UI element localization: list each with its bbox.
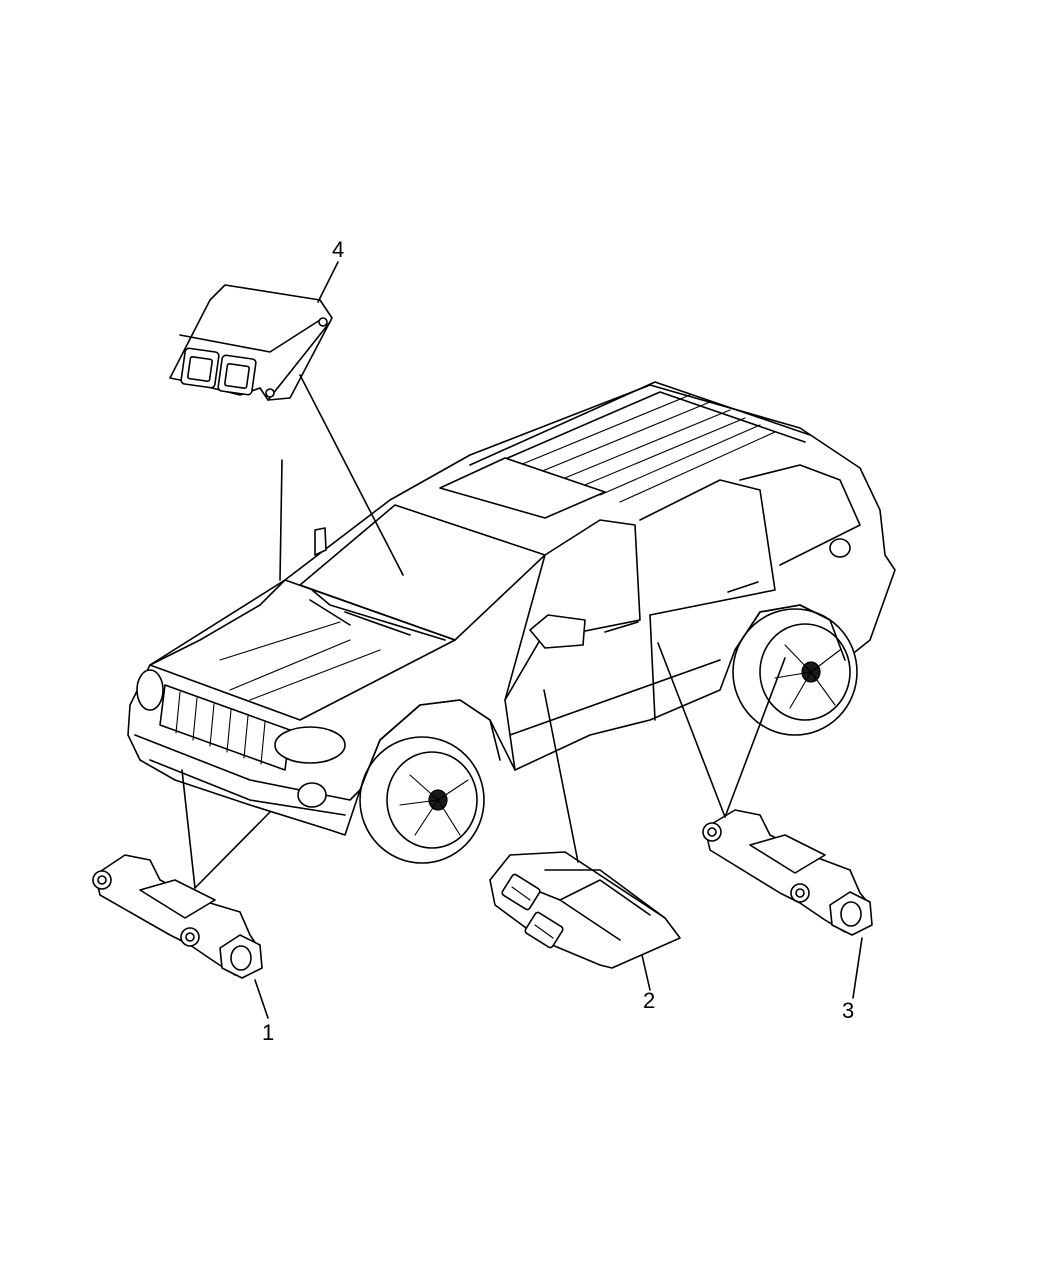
part-4-control-module: [169, 284, 333, 401]
rear-wheel: [732, 608, 858, 736]
leader-lines: [181, 261, 863, 1019]
callout-2: 2: [643, 988, 655, 1013]
callout-3: 3: [842, 998, 854, 1023]
part-3-impact-sensor: [702, 809, 873, 936]
callout-1: 1: [262, 1020, 274, 1045]
vehicle-illustration: [127, 381, 896, 864]
callout-4: 4: [332, 237, 344, 262]
front-wheel: [359, 736, 485, 864]
part-1-impact-sensor: [92, 854, 263, 979]
part-2-impact-module: [489, 851, 681, 969]
